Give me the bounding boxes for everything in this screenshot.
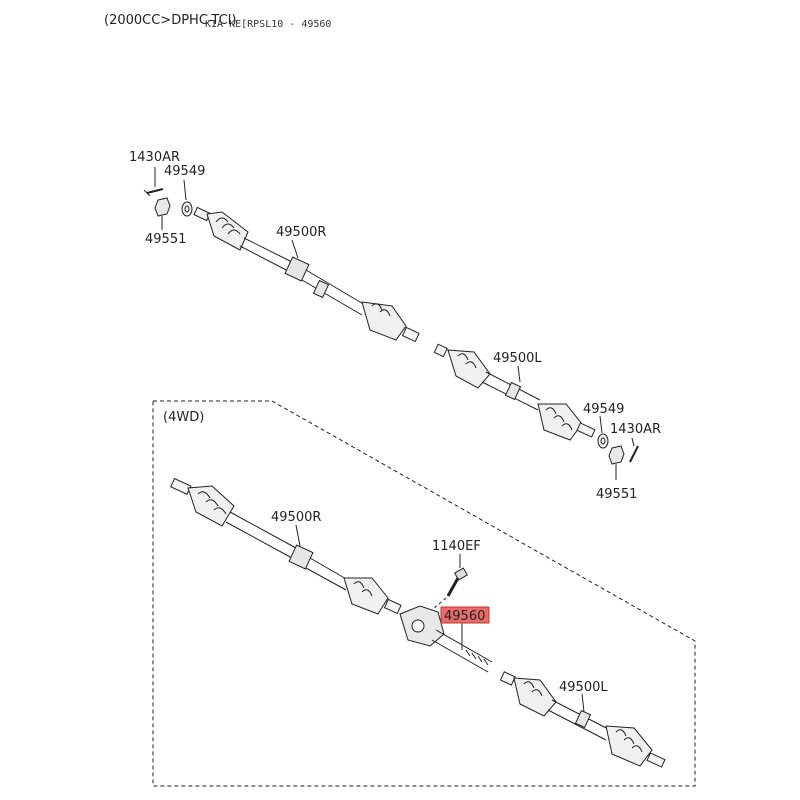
lower-shaft-l-inner-ribs xyxy=(523,681,543,697)
label-shaft-l-upper: 49500L xyxy=(493,351,542,366)
bolt-head xyxy=(453,567,469,581)
shaft-r-bar2-bottom xyxy=(301,279,363,316)
hex-nut-left xyxy=(154,197,171,217)
shaft-r-bar-bottom xyxy=(239,245,291,273)
shaft-l-outer-joint xyxy=(537,403,583,441)
lower-shaft-l-bar-bottom xyxy=(547,709,607,741)
lower-shaft-r-outer-joint xyxy=(187,485,235,527)
leader-pin-right xyxy=(631,437,635,447)
lower-shaft-r-spline-end xyxy=(170,477,192,495)
lower-shaft-l-spline-end xyxy=(646,752,666,768)
shaft-l-inner-stub xyxy=(433,343,448,358)
leader-washer-right xyxy=(599,415,603,434)
highlight-box-bearing[interactable] xyxy=(440,606,490,624)
shaft-r-boot-ribs xyxy=(215,217,241,235)
upper-assembly xyxy=(143,167,639,480)
washer-left-hole xyxy=(184,205,190,213)
leader-washer-left xyxy=(183,179,187,201)
cotter-pin-right xyxy=(629,445,639,463)
washer-left xyxy=(181,201,193,217)
shaft-r-inner-joint xyxy=(361,301,407,341)
lower-shaft-r-inner-ribs xyxy=(353,581,373,597)
4wd-section-border xyxy=(152,400,696,787)
leader-shaft-l-upper xyxy=(517,365,521,383)
engine-note: (2000CC>DPHC-TCI) xyxy=(104,13,237,28)
lower-assembly xyxy=(170,477,666,768)
intermediate-shaft-top xyxy=(435,629,493,663)
shaft-r-damper xyxy=(284,256,310,282)
intermediate-shaft-splines xyxy=(465,649,489,666)
label-washer-right: 49549 xyxy=(583,402,624,417)
shaft-r-bar2-top xyxy=(305,269,366,306)
shaft-r-outer-joint xyxy=(206,211,249,251)
lower-shaft-l-outer-ribs xyxy=(615,729,643,753)
label-shaft-r-lower: 49500R xyxy=(271,510,321,525)
label-pin-right: 1430AR xyxy=(610,422,661,437)
leader-lower-shaft-r xyxy=(295,524,301,547)
cotter-pin-left-head xyxy=(143,189,151,197)
label-nut-left: 49551 xyxy=(145,232,186,247)
label-bolt: 1140EF xyxy=(432,539,481,554)
leader-lower-shaft-l xyxy=(581,693,585,713)
shaft-l-ring xyxy=(504,381,522,401)
label-shaft-r-upper: 49500R xyxy=(276,225,326,240)
label-washer-left: 49549 xyxy=(164,164,205,179)
lower-shaft-r-bar2-bottom xyxy=(305,567,347,591)
shaft-l-spline-end xyxy=(576,422,596,438)
washer-right-hole xyxy=(600,437,606,445)
label-nut-right: 49551 xyxy=(596,487,637,502)
lower-shaft-l-ring xyxy=(574,709,592,729)
shaft-l-inner-joint xyxy=(447,349,491,389)
lower-shaft-r-damper xyxy=(288,544,314,570)
cotter-pin-left xyxy=(146,188,164,194)
label-pin-left: 1430AR xyxy=(129,150,180,165)
shaft-r-bar-top xyxy=(243,237,293,263)
bearing-bore xyxy=(411,619,425,633)
lower-shaft-l-outer-joint xyxy=(605,725,653,767)
lower-shaft-r-inner-joint xyxy=(343,577,389,615)
label-bearing-highlighted[interactable]: 49560 xyxy=(444,609,485,624)
leader-shaft-r-upper xyxy=(291,239,299,259)
label-shaft-l-lower: 49500L xyxy=(559,680,608,695)
intermediate-shaft-bottom xyxy=(431,639,489,673)
label-4wd: (4WD) xyxy=(163,410,204,425)
shaft-r-ring xyxy=(312,279,330,299)
bolt-shank xyxy=(446,577,460,597)
shaft-l-outer-ribs xyxy=(545,407,573,431)
lower-shaft-r-inner-stub xyxy=(383,598,402,615)
washer-right xyxy=(597,433,609,449)
lower-shaft-l-inner-stub xyxy=(499,671,516,686)
shaft-r-inner-stub xyxy=(401,326,420,343)
part-reference: KIA KE[RPSL10 - 49560 xyxy=(205,19,331,30)
lower-shaft-r-bar-top xyxy=(229,511,297,549)
hex-nut-right xyxy=(608,445,625,465)
shaft-l-inner-ribs xyxy=(457,353,477,369)
lower-shaft-r-bar2-top xyxy=(309,557,349,581)
shaft-r-inner-ribs xyxy=(371,303,391,317)
lower-shaft-r-bar-bottom xyxy=(225,521,293,559)
lower-shaft-l-inner-joint xyxy=(513,677,557,717)
lower-shaft-r-boot-ribs xyxy=(197,491,227,515)
